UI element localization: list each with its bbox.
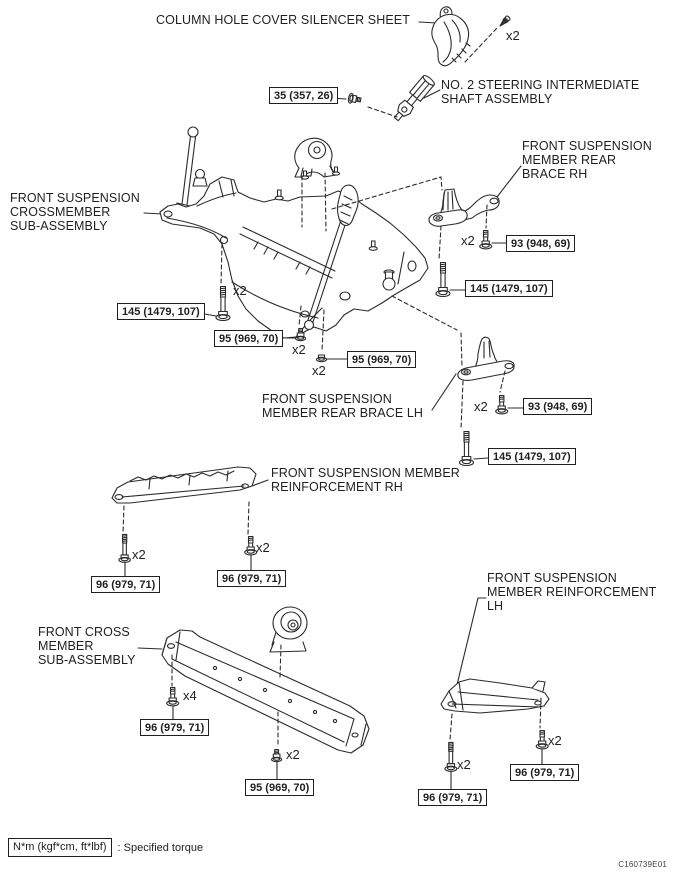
part-label-line: SUB-ASSEMBLY — [38, 653, 136, 667]
part-label-reinforcement-rh: FRONT SUSPENSION MEMBER REINFORCEMENT RH — [271, 466, 460, 494]
part-label-steering-shaft: NO. 2 STEERING INTERMEDIATE SHAFT ASSEMB… — [441, 78, 639, 106]
part-label-line: BRACE RH — [522, 167, 588, 181]
part-label-rear-brace-rh: FRONT SUSPENSION MEMBER REAR BRACE RH — [522, 139, 652, 181]
steering-shaft-drawing — [391, 74, 436, 124]
part-label-crossmember: FRONT SUSPENSION CROSSMEMBER SUB-ASSEMBL… — [10, 191, 140, 233]
part-label-line: MEMBER REINFORCEMENT — [487, 585, 657, 599]
quantity-label: x2 — [233, 283, 247, 298]
torque-callout-95-front-cross: 95 (969, 70) — [245, 779, 315, 796]
part-label-line: FRONT SUSPENSION — [487, 571, 617, 585]
part-label-line: MEMBER REAR — [522, 153, 617, 167]
torque-legend-text: : Specified torque — [117, 841, 204, 854]
quantity-label: x2 — [457, 757, 471, 772]
part-label-line: FRONT SUSPENSION MEMBER — [271, 466, 460, 480]
part-label-line: FRONT SUSPENSION — [522, 139, 652, 153]
torque-callout-95-right: 95 (969, 70) — [347, 351, 417, 368]
quantity-label: x2 — [286, 747, 300, 762]
part-label-line: LH — [487, 599, 504, 613]
part-label-front-cross-member: FRONT CROSS MEMBER SUB-ASSEMBLY — [38, 625, 136, 667]
quantity-label: x2 — [312, 363, 326, 378]
torque-callout-96-reinf-lh-outer: 96 (979, 71) — [418, 789, 488, 806]
torque-callout-96-reinf-rh-outer: 96 (979, 71) — [91, 576, 161, 593]
part-label-line: SUB-ASSEMBLY — [10, 219, 108, 233]
part-label-line: MEMBER — [38, 639, 94, 653]
part-label-line: FRONT CROSS — [38, 625, 130, 639]
torque-legend: N*m (kgf*cm, ft*lbf) : Specified torque — [8, 838, 203, 857]
torque-unit-box: N*m (kgf*cm, ft*lbf) — [8, 838, 112, 857]
assembly-dashed-lines — [123, 28, 541, 747]
part-label-line: MEMBER REAR BRACE LH — [262, 406, 424, 420]
part-label-line: CROSSMEMBER — [10, 205, 111, 219]
torque-callout-96-reinf-lh-inner: 96 (979, 71) — [510, 764, 580, 781]
reinforcement-lh-drawing — [441, 679, 549, 713]
quantity-label: x2 — [506, 28, 520, 43]
torque-callout-shaft-bolt: 35 (357, 26) — [269, 87, 339, 104]
quantity-label: x2 — [292, 342, 306, 357]
torque-callout-96-front-cross: 96 (979, 71) — [140, 719, 210, 736]
part-label-reinforcement-lh: FRONT SUSPENSION MEMBER REINFORCEMENT LH — [487, 571, 656, 613]
torque-callout-95-left: 95 (969, 70) — [214, 330, 284, 347]
quantity-label: x2 — [132, 547, 146, 562]
torque-callout-145-brace-rh: 145 (1479, 107) — [465, 280, 553, 297]
quantity-label: x2 — [461, 233, 475, 248]
quantity-label: x2 — [256, 540, 270, 555]
torque-callout-96-reinf-rh-inner: 96 (979, 71) — [217, 570, 287, 587]
part-label-line: REINFORCEMENT RH — [271, 480, 403, 494]
torque-callout-145-brace-lh: 145 (1479, 107) — [488, 448, 576, 465]
quantity-label: x4 — [183, 688, 197, 703]
quantity-label: x2 — [474, 399, 488, 414]
torque-callout-145-front-left: 145 (1479, 107) — [117, 303, 205, 320]
silencer-sheet-drawing — [432, 7, 470, 66]
torque-callout-93-brace-rh: 93 (948, 69) — [506, 235, 576, 252]
torque-callout-93-brace-lh: 93 (948, 69) — [523, 398, 593, 415]
part-label-line: FRONT SUSPENSION — [262, 392, 392, 406]
crossmember-drawing — [160, 127, 428, 338]
part-label-line: NO. 2 STEERING INTERMEDIATE — [441, 78, 640, 92]
figure-code: C160739E01 — [618, 860, 667, 869]
rear-brace-lh-drawing — [458, 337, 514, 380]
part-label-line: FRONT SUSPENSION — [10, 191, 140, 205]
rear-brace-rh-drawing — [429, 189, 499, 226]
front-cross-member-drawing — [162, 607, 369, 753]
quantity-label: x2 — [548, 733, 562, 748]
part-label-rear-brace-lh: FRONT SUSPENSION MEMBER REAR BRACE LH — [262, 392, 423, 420]
part-label-line: SHAFT ASSEMBLY — [441, 92, 553, 106]
part-label-line: COLUMN HOLE COVER SILENCER SHEET — [156, 13, 410, 27]
reinforcement-rh-drawing — [112, 467, 256, 503]
part-label-silencer-sheet: COLUMN HOLE COVER SILENCER SHEET — [156, 13, 410, 27]
